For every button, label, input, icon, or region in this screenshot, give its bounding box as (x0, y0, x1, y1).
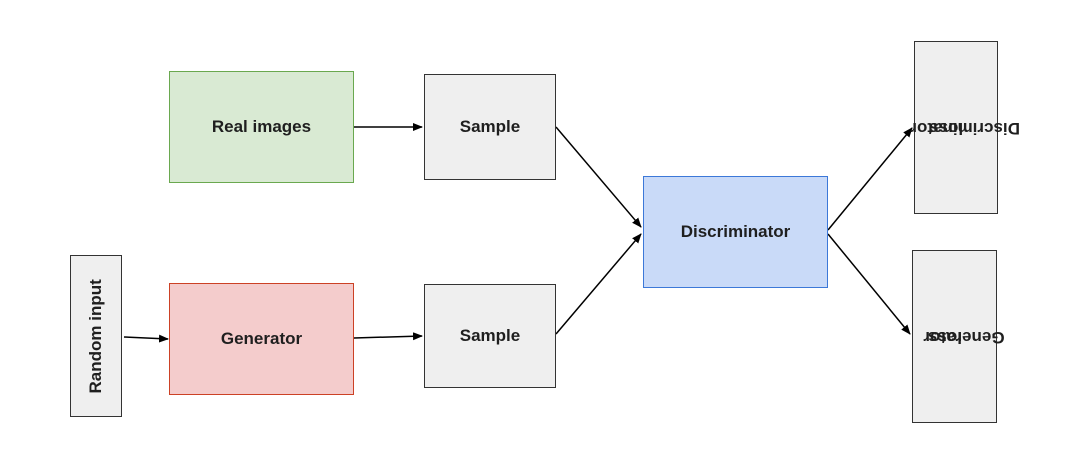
real-images-node: Real images (169, 71, 354, 183)
generator-loss-line2: loss (928, 327, 963, 347)
random-input-label: Random input (85, 278, 105, 394)
sample-bottom-label: Sample (459, 325, 521, 345)
edge-sample-top-to-discriminator (555, 126, 642, 228)
discriminator-node: Discriminator (643, 176, 828, 288)
sample-top-node: Sample (424, 74, 556, 180)
edge-discriminator-to-discriminator-loss (827, 127, 913, 231)
discriminator-loss-line2: loss (929, 118, 964, 138)
generator-loss-node: Generator loss (912, 250, 1004, 423)
discriminator-loss-label: Discriminator loss (911, 73, 1021, 183)
sample-bottom-node: Sample (424, 284, 556, 388)
discriminator-label: Discriminator (680, 221, 791, 241)
edge-sample-bottom-to-discriminator (555, 233, 642, 335)
edge-discriminator-to-generator-loss (827, 233, 911, 335)
generator-node: Generator (169, 283, 354, 395)
sample-top-label: Sample (459, 116, 521, 136)
edge-random-input-to-generator (123, 334, 169, 343)
random-input-node: Random input (70, 255, 122, 417)
generator-label: Generator (220, 328, 303, 348)
edge-generator-to-sample (353, 332, 423, 341)
discriminator-loss-node: Discriminator loss (911, 41, 1021, 214)
real-images-label: Real images (211, 116, 312, 136)
generator-loss-label: Generator loss (923, 296, 1004, 377)
